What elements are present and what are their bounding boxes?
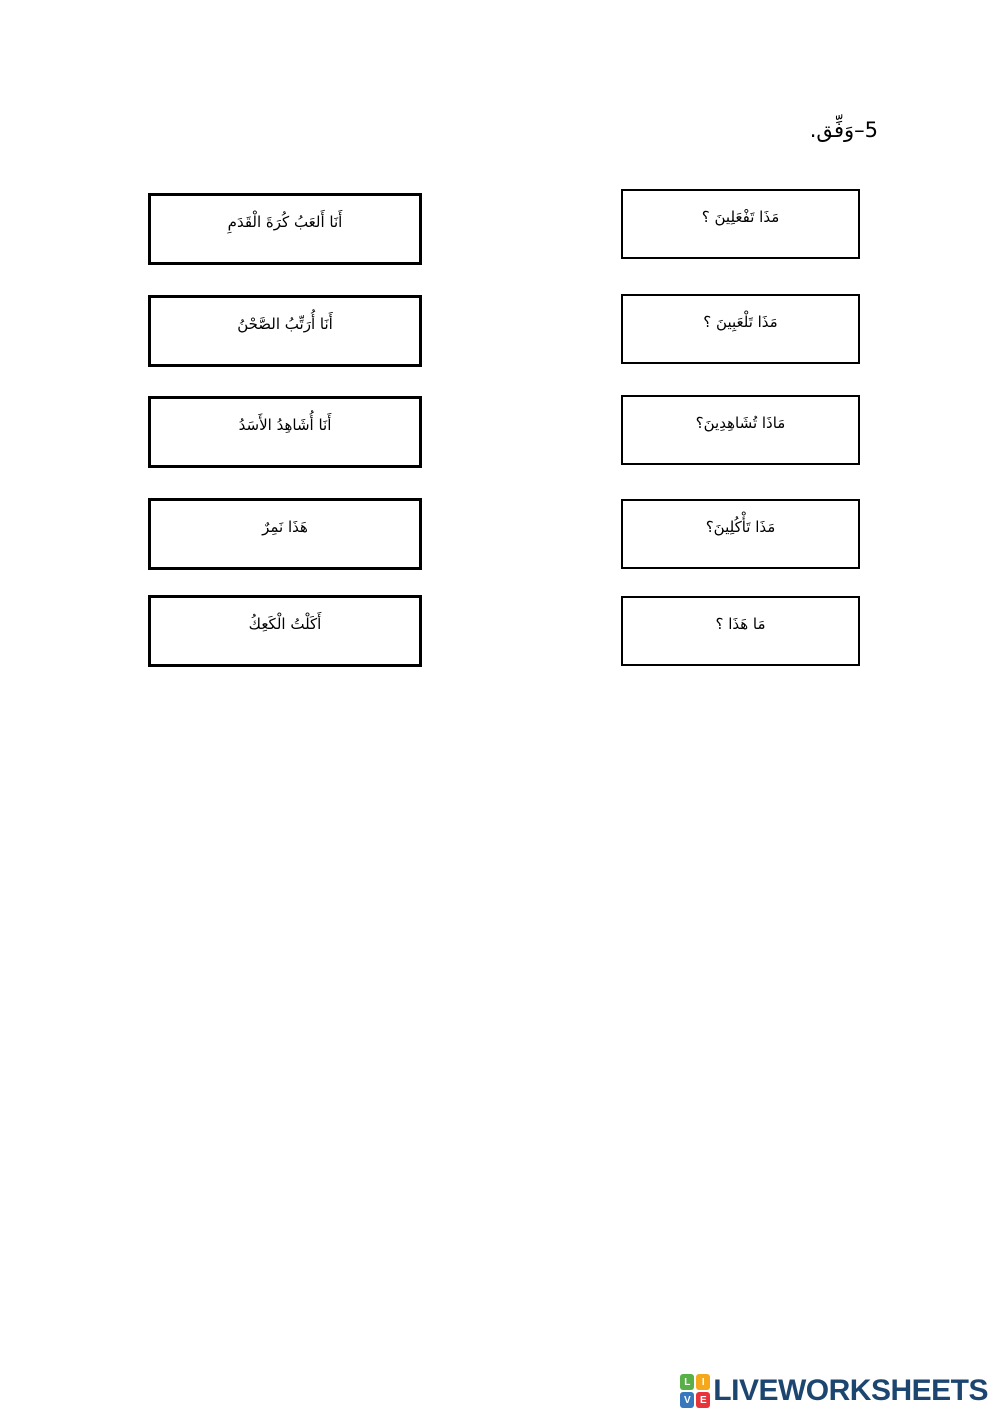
question-box-2[interactable]: مَذَا تَلْعَبِينَ ؟ [621, 294, 860, 364]
answer-box-2[interactable]: أَنَا أُرَتِّبُ الصَّحْنُ [148, 295, 422, 367]
answer-text: أَكَلْتُ الْكَعِكُ [248, 615, 322, 633]
question-box-1[interactable]: مَذَا تَفْعَلِينَ ؟ [621, 189, 860, 259]
question-box-4[interactable]: مَذَا تَأْكُلِينَ؟ [621, 499, 860, 569]
exercise-title: 5–وَفِّق. [809, 118, 878, 142]
answer-box-1[interactable]: أَنَا أَلعَبُ كُرَةَ الْقَدَمِ [148, 193, 422, 265]
question-text: مَاذَا تُشَاهِدِينَ؟ [695, 414, 786, 432]
logo-tile-i: I [696, 1374, 711, 1390]
liveworksheets-wordmark: LIVEWORKSHEETS [713, 1374, 988, 1407]
question-box-5[interactable]: مَا هَذَا ؟ [621, 596, 860, 666]
answer-text: أَنَا أَلعَبُ كُرَةَ الْقَدَمِ [227, 213, 343, 231]
answer-box-4[interactable]: هَذَا نَمِرٌ [148, 498, 422, 570]
liveworksheets-grid-icon: L I V E [680, 1374, 711, 1408]
question-text: مَا هَذَا ؟ [715, 615, 766, 633]
answer-box-5[interactable]: أَكَلْتُ الْكَعِكُ [148, 595, 422, 667]
answer-box-3[interactable]: أَنَا أُشَاهِدُ الأَسَدُ [148, 396, 422, 468]
question-text: مَذَا تَلْعَبِينَ ؟ [703, 313, 778, 331]
liveworksheets-logo[interactable]: L I V E LIVEWORKSHEETS [680, 1374, 988, 1408]
answer-text: هَذَا نَمِرٌ [262, 518, 308, 536]
question-box-3[interactable]: مَاذَا تُشَاهِدِينَ؟ [621, 395, 860, 465]
logo-tile-v: V [680, 1392, 695, 1408]
answer-text: أَنَا أُشَاهِدُ الأَسَدُ [238, 416, 332, 434]
logo-tile-e: E [696, 1392, 711, 1408]
question-text: مَذَا تَفْعَلِينَ ؟ [701, 208, 780, 226]
logo-tile-l: L [680, 1374, 695, 1390]
answer-text: أَنَا أُرَتِّبُ الصَّحْنُ [237, 315, 333, 333]
question-text: مَذَا تَأْكُلِينَ؟ [705, 518, 776, 536]
